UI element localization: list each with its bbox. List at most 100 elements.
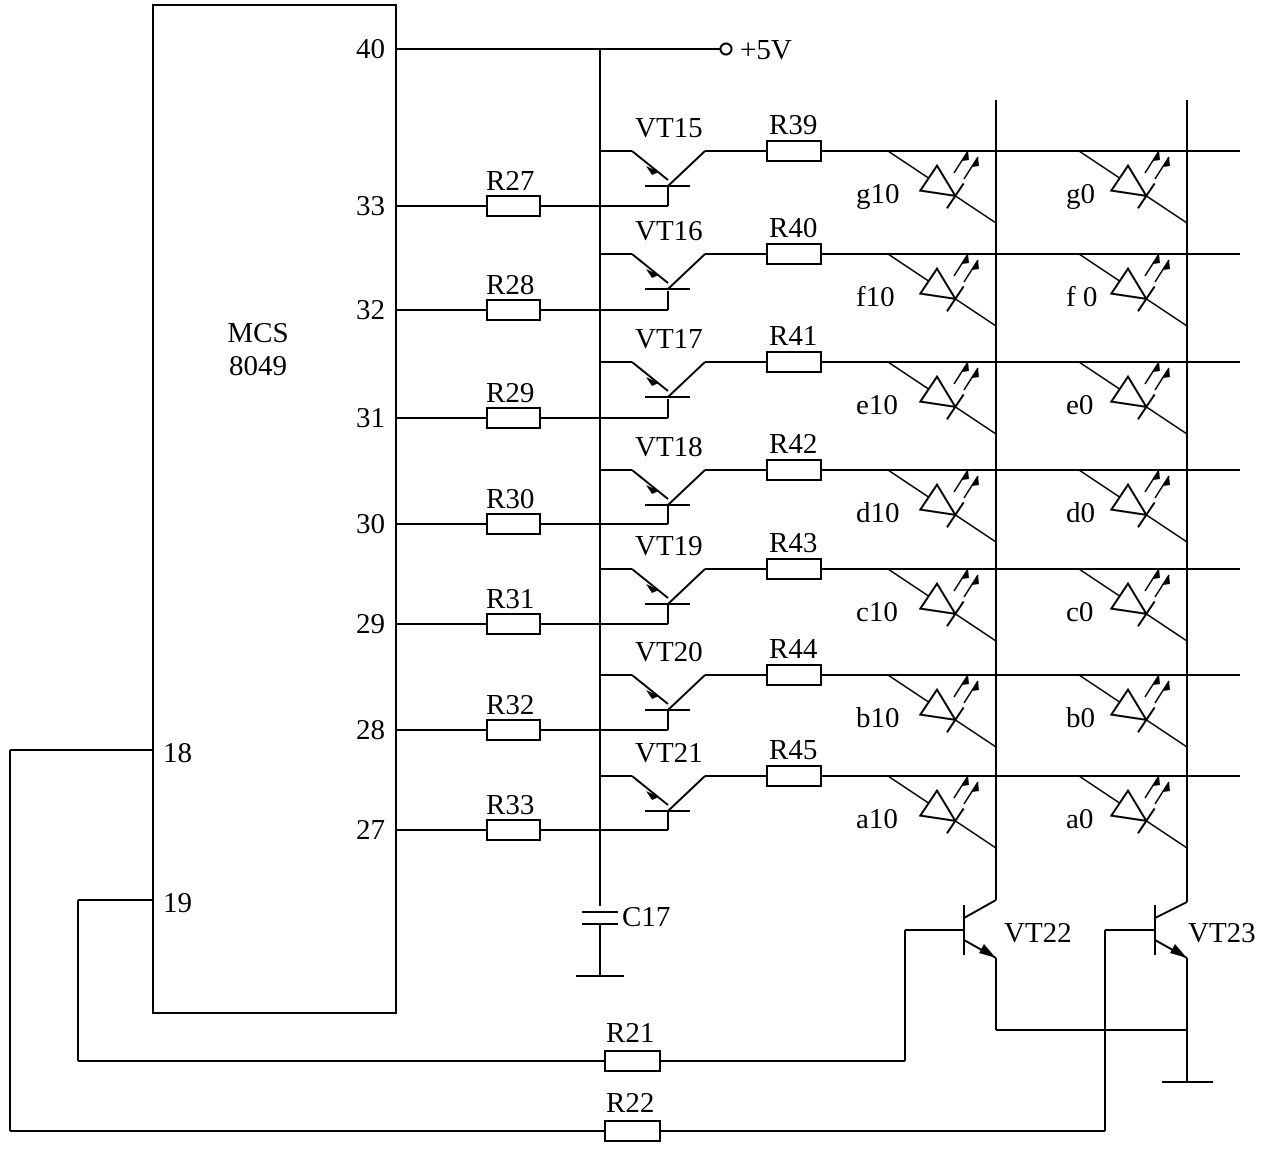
led-label-g0: g0 <box>1066 178 1095 210</box>
led-label-b10: b10 <box>856 702 900 734</box>
supply-rail: +5V 40 <box>356 33 792 906</box>
digit-driver-vt22: VT22 R21 19 <box>77 887 1187 1072</box>
led-label-e10: e10 <box>856 389 898 421</box>
resistor-r44 <box>766 664 822 686</box>
resistor-r33 <box>486 819 541 841</box>
pin-label-31: 31 <box>356 402 385 434</box>
led-e0-icon <box>1078 361 1188 435</box>
led-label-f10: f10 <box>856 281 895 313</box>
led-label-f0: f 0 <box>1066 281 1097 313</box>
resistor-label-r44: R44 <box>769 633 818 665</box>
led-label-e0: e0 <box>1066 389 1093 421</box>
led-label-a0: a0 <box>1066 803 1093 835</box>
led-d10-icon <box>887 469 997 543</box>
led-b0-icon <box>1078 674 1188 748</box>
led-label-c10: c10 <box>856 596 898 628</box>
digit-driver-vt23: VT23 R22 18 <box>9 737 1256 1142</box>
transistor-label-vt16: VT16 <box>635 215 703 247</box>
transistor-label-vt18: VT18 <box>635 431 703 463</box>
resistor-label-r28: R28 <box>486 269 534 301</box>
resistor-r45 <box>766 765 822 787</box>
resistor-r31 <box>486 613 541 635</box>
led-a0-icon <box>1078 775 1188 849</box>
resistor-r43 <box>766 558 822 580</box>
segment-row-d: 30 R30 VT18 R42 d10 d0 <box>356 428 1240 543</box>
led-f10-icon <box>887 253 997 327</box>
resistor-r41 <box>766 351 822 373</box>
led-b10-icon <box>887 674 997 748</box>
resistor-label-r32: R32 <box>486 689 534 721</box>
vt22-label: VT22 <box>1004 917 1072 949</box>
resistor-label-r40: R40 <box>769 212 817 244</box>
pin-label-32: 32 <box>356 294 385 326</box>
resistor-label-r31: R31 <box>486 583 534 615</box>
transistor-arrow-f <box>646 269 659 278</box>
pin-19-label: 19 <box>163 887 192 919</box>
segment-row-f: 32 R28 VT16 R40 f10 f 0 <box>356 212 1240 327</box>
resistor-label-r27: R27 <box>486 165 534 197</box>
led-c10-icon <box>887 568 997 642</box>
led-label-g10: g10 <box>856 178 900 210</box>
led-label-d10: d10 <box>856 497 900 529</box>
led-e10-icon <box>887 361 997 435</box>
pin-label-33: 33 <box>356 190 385 222</box>
resistor-r40 <box>766 243 822 265</box>
pin-label-29: 29 <box>356 608 385 640</box>
segment-row-c: 29 R31 VT19 R43 c10 c0 <box>356 527 1240 642</box>
resistor-label-r39: R39 <box>769 109 817 141</box>
pin-label-30: 30 <box>356 508 385 540</box>
transistor-label-vt17: VT17 <box>635 323 703 355</box>
transistor-arrow-d <box>646 485 659 494</box>
led-g10-icon <box>887 150 997 224</box>
resistor-r27 <box>486 195 541 217</box>
resistor-label-r43: R43 <box>769 527 817 559</box>
resistor-r28 <box>486 299 541 321</box>
resistor-label-r30: R30 <box>486 483 534 515</box>
mcu-name-line1: MCS <box>227 317 288 349</box>
mcu-chip <box>152 4 397 1014</box>
resistor-label-r33: R33 <box>486 789 534 821</box>
transistor-arrow-g <box>646 166 659 175</box>
led-label-b0: b0 <box>1066 702 1095 734</box>
transistor-arrow-c <box>646 584 659 593</box>
resistor-label-r45: R45 <box>769 734 817 766</box>
transistor-label-vt15: VT15 <box>635 112 703 144</box>
r22-label: R22 <box>606 1087 654 1119</box>
led-label-a10: a10 <box>856 803 898 835</box>
r21-label: R21 <box>606 1017 654 1049</box>
segment-row-b: 28 R32 VT20 R44 b10 b0 <box>356 633 1240 748</box>
capacitor-label: C17 <box>622 901 670 933</box>
supply-label: +5V <box>740 34 792 66</box>
segment-row-e: 31 R29 VT17 R41 e10 e0 <box>356 320 1240 435</box>
vt23-label: VT23 <box>1188 917 1256 949</box>
resistor-r32 <box>486 719 541 741</box>
led-label-d0: d0 <box>1066 497 1095 529</box>
pin-40-label: 40 <box>356 33 385 65</box>
resistor-label-r41: R41 <box>769 320 817 352</box>
capacitor-c17: C17 <box>576 901 670 977</box>
resistor-r30 <box>486 513 541 535</box>
resistor-label-r29: R29 <box>486 377 534 409</box>
transistor-arrow-a <box>646 791 659 800</box>
pin-label-28: 28 <box>356 714 385 746</box>
led-c0-icon <box>1078 568 1188 642</box>
resistor-r42 <box>766 459 822 481</box>
pin-18-label: 18 <box>163 737 192 769</box>
transistor-label-vt20: VT20 <box>635 636 703 668</box>
resistor-r39 <box>766 140 822 162</box>
resistor-r29 <box>486 407 541 429</box>
resistor-label-r42: R42 <box>769 428 817 460</box>
transistor-arrow-b <box>646 690 659 699</box>
led-label-c0: c0 <box>1066 596 1093 628</box>
led-d0-icon <box>1078 469 1188 543</box>
mcu-name-line2: 8049 <box>229 350 287 382</box>
led-f0-icon <box>1078 253 1188 327</box>
transistor-label-vt19: VT19 <box>635 530 703 562</box>
led-a10-icon <box>887 775 997 849</box>
transistor-label-vt21: VT21 <box>635 737 703 769</box>
segment-row-g: 33 R27 VT15 R39 g10 g0 <box>356 109 1240 224</box>
pin-label-27: 27 <box>356 814 385 846</box>
transistor-arrow-e <box>646 377 659 386</box>
led-g0-icon <box>1078 150 1188 224</box>
